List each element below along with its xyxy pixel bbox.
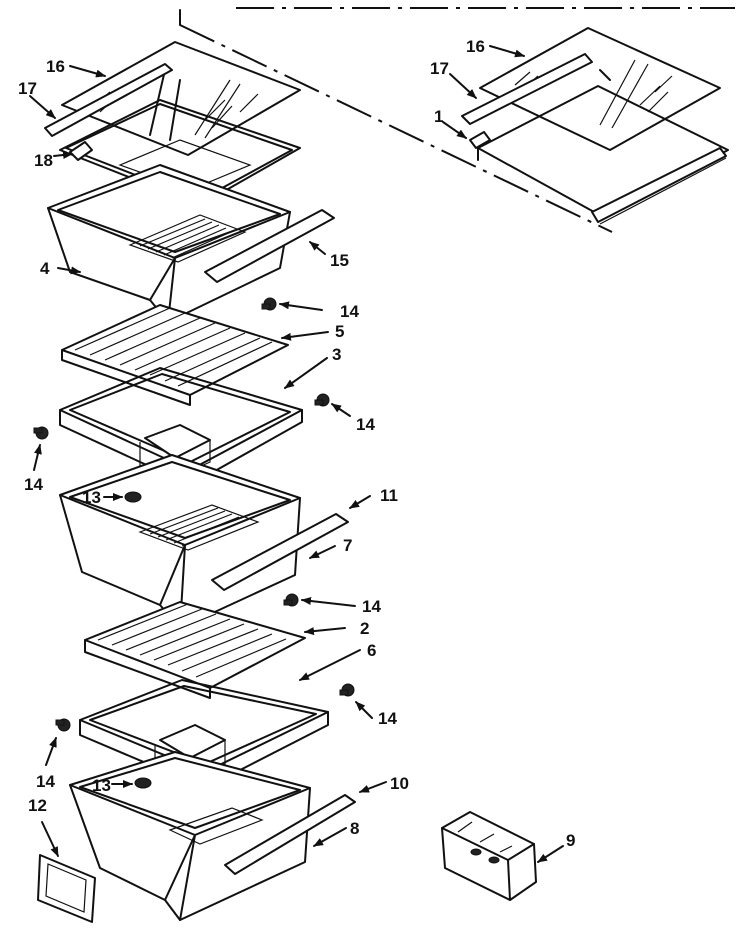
clip-14-e [339, 683, 355, 697]
label-4: 4 [40, 259, 50, 278]
shelf-bracket-18-left [69, 141, 93, 161]
crisper-cover-5 [61, 304, 289, 406]
label-6: 6 [367, 641, 376, 660]
label-5: 5 [335, 322, 344, 341]
label-16-right: 16 [466, 37, 485, 56]
shelf-trim-17-right [461, 53, 593, 125]
shelf-trim-17-left [44, 63, 173, 137]
label-17-right: 17 [430, 59, 449, 78]
crisper-cover-2 [84, 601, 306, 699]
clip-13-a [124, 491, 142, 503]
bin-9 [441, 811, 537, 901]
label-14-c: 14 [24, 475, 43, 494]
clip-14-d [283, 593, 299, 607]
label-17-left: 17 [18, 79, 37, 98]
label-16-left: 16 [46, 57, 65, 76]
label-14-a: 14 [340, 302, 359, 321]
label-13-a: 13 [82, 488, 101, 507]
label-insert-12 [37, 854, 96, 923]
drawer-handle-15 [204, 209, 335, 283]
drawer-handle-11 [211, 513, 349, 591]
label-18-left: 18 [34, 151, 53, 170]
label-1-right: 1 [434, 107, 443, 126]
label-9: 9 [566, 831, 575, 850]
divider-lines [179, 7, 735, 233]
shelf-bracket-1-right [469, 131, 491, 149]
label-7: 7 [343, 536, 352, 555]
shelf-frame-right [477, 69, 729, 225]
label-14-f: 14 [36, 772, 55, 791]
label-2: 2 [360, 619, 369, 638]
label-14-e: 14 [378, 709, 397, 728]
label-15: 15 [330, 251, 349, 270]
label-13-b: 13 [92, 776, 111, 795]
label-10: 10 [390, 774, 409, 793]
label-14-b: 14 [356, 415, 375, 434]
clip-14-c [33, 426, 49, 440]
label-11: 11 [380, 486, 398, 505]
drawer-handle-10 [224, 794, 356, 875]
label-14-d: 14 [362, 597, 381, 616]
label-8: 8 [350, 819, 359, 838]
label-12: 12 [28, 796, 47, 815]
leader-lines [29, 45, 564, 863]
clip-14-b [314, 393, 330, 407]
clip-13-b [134, 777, 152, 789]
clip-14-a [261, 297, 277, 311]
glass-shelf-top-left [61, 41, 301, 156]
label-3: 3 [332, 345, 341, 364]
crisper-drawer-top [47, 164, 291, 323]
clip-14-f [55, 718, 71, 732]
part-labels: 16 17 18 4 15 14 5 3 14 14 13 11 7 14 2 … [18, 37, 575, 850]
